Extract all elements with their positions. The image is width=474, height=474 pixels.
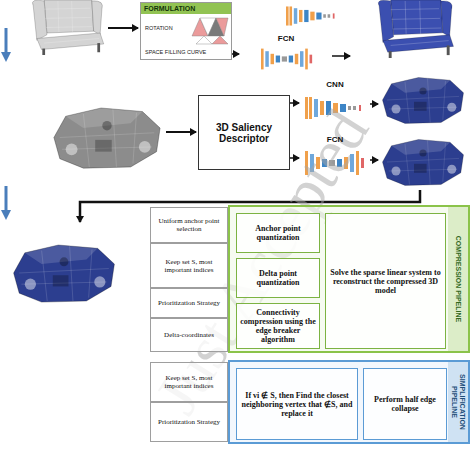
pipeline-region: COMPRESSION PIPELINE Anchor point quantiz… [228, 205, 470, 353]
step-box: Keep set S, most important indices [150, 362, 228, 402]
process-box: Connectivity compression using the edge … [236, 303, 320, 349]
panel-label: ROTATION [145, 25, 173, 31]
step-box: Keep set S, most important indices [150, 243, 228, 288]
network-label: FCN [300, 135, 370, 144]
pipeline-title: COMPRESSION PIPELINE [454, 211, 462, 347]
box-text: Solve the sparse linear system to recons… [329, 268, 442, 295]
process-box: If vi ∉ S, then Find the closest neighbo… [236, 368, 358, 440]
box-text: Perform half edge collapse [367, 395, 443, 413]
method-panel: FORMULATION ROTATION SPACE FILLING CURVE [140, 2, 232, 60]
output-arrow [332, 55, 350, 57]
network-label: CNN [300, 80, 370, 89]
box-text: Keep set S, most important indices [154, 374, 224, 390]
box-text: Anchor point quantization [240, 224, 316, 242]
process-box: Perform half edge collapse [363, 368, 447, 440]
box-text: If vi ∉ S, then Find the closest neighbo… [240, 391, 354, 418]
input-arrow [166, 131, 196, 133]
saliency-map-part [14, 245, 115, 302]
panel-header: FORMULATION [141, 3, 231, 14]
box-text: Uniform anchor point selection [154, 217, 224, 233]
box-text: Prioritization Strategy [158, 418, 220, 426]
output-arrow [370, 103, 378, 105]
box-text: Prioritization Strategy [158, 299, 220, 307]
input-arrow [108, 27, 138, 29]
step-box: Uniform anchor point selection [150, 207, 228, 243]
saliency-render [383, 78, 464, 124]
output-arrow [370, 159, 378, 161]
process-box: 3D Saliency Descriptor [198, 95, 290, 170]
mechanical-part [54, 108, 160, 168]
flow-down-arrow [1, 28, 11, 220]
process-box: Solve the sparse linear system to recons… [325, 213, 446, 349]
box-text: Connectivity compression using the edge … [240, 308, 316, 344]
panel-label: SPACE FILLING CURVE [145, 49, 206, 55]
box-text: Delta point quantization [240, 269, 316, 287]
fcn-network [261, 49, 312, 70]
step-box: Delta-coordinates [150, 318, 228, 352]
step-box: Prioritization Strategy [150, 288, 228, 318]
step-box: Prioritization Strategy [150, 402, 228, 442]
cnn-network [286, 6, 335, 25]
box-text: Keep set S, most important indices [154, 258, 224, 274]
flow-arrow [232, 53, 239, 55]
saliency-chair [378, 0, 453, 58]
network-block: FCN [240, 34, 332, 74]
flow-arrow [290, 102, 299, 104]
chair-model [32, 0, 103, 55]
box-text: Delta-coordinates [164, 331, 214, 339]
network-block: CNN [300, 80, 370, 126]
saliency-render [383, 140, 464, 186]
network-block: FCN [300, 135, 370, 181]
process-box: Anchor point quantization [236, 213, 320, 253]
process-box: Delta point quantization [236, 258, 320, 298]
box-text: 3D Saliency Descriptor [202, 122, 286, 144]
pipeline-title: SIMPLIFICATION PIPELINE [450, 366, 465, 438]
network-label: FCN [240, 34, 332, 43]
pipeline-region: SIMPLIFICATION PIPELINE If vi ∉ S, then F… [228, 360, 470, 444]
